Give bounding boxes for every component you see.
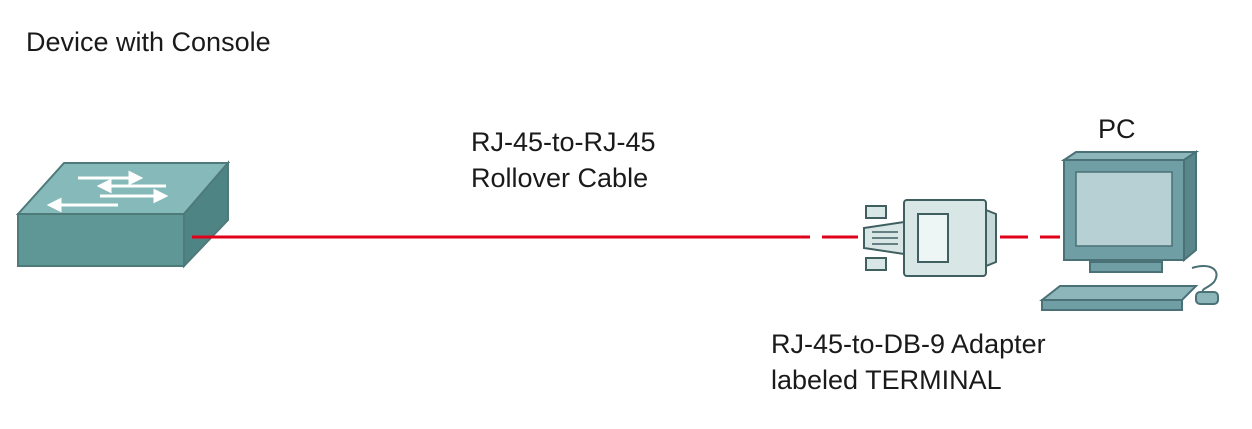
cable-label-line2: Rollover Cable [471, 163, 649, 193]
network-switch-icon [15, 160, 231, 269]
device-title: Device with Console [26, 24, 271, 60]
adapter-label: RJ-45-to-DB-9 Adapter labeled TERMINAL [771, 326, 1046, 398]
pc-title-text: PC [1098, 114, 1136, 144]
desktop-pc-icon [1039, 150, 1219, 311]
cable-label: RJ-45-to-RJ-45 Rollover Cable [471, 124, 656, 196]
cable-label-line1: RJ-45-to-RJ-45 [471, 127, 656, 157]
adapter-label-line1: RJ-45-to-DB-9 Adapter [771, 329, 1046, 359]
db9-adapter-icon [863, 199, 997, 277]
adapter-label-line2: labeled TERMINAL [771, 365, 1002, 395]
device-title-text: Device with Console [26, 27, 271, 57]
pc-title: PC [1098, 111, 1136, 147]
